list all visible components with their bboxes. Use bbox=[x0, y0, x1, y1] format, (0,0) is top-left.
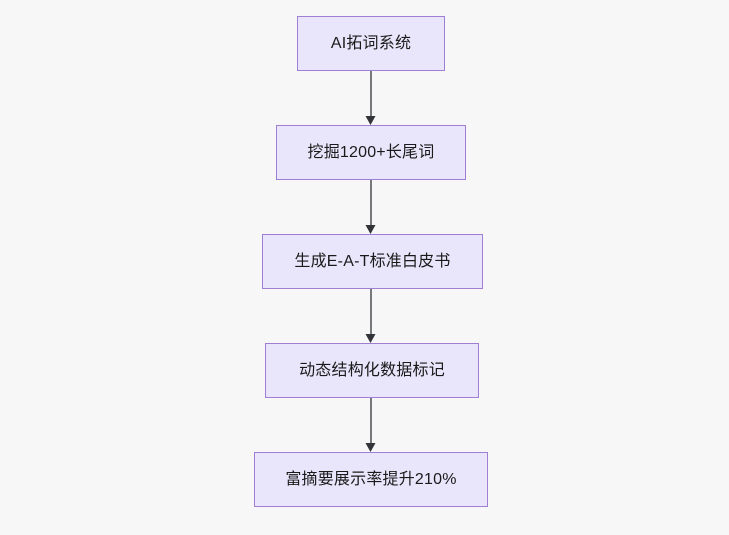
flow-node-label: 生成E-A-T标准白皮书 bbox=[294, 252, 451, 270]
flow-node-mine-longtail-keywords[interactable]: 挖掘1200+长尾词 bbox=[276, 125, 466, 180]
flow-node-label: AI拓词系统 bbox=[330, 34, 412, 52]
edge-line bbox=[370, 180, 372, 225]
flow-node-rich-snippet-impression-uplift[interactable]: 富摘要展示率提升210% bbox=[254, 452, 488, 507]
flow-node-label: 富摘要展示率提升210% bbox=[285, 470, 457, 488]
flow-node-ai-keyword-system[interactable]: AI拓词系统 bbox=[297, 16, 445, 71]
edge-line bbox=[370, 71, 372, 116]
edge-line bbox=[370, 398, 372, 443]
arrowhead-icon bbox=[365, 116, 376, 125]
flow-node-generate-eat-whitepaper[interactable]: 生成E-A-T标准白皮书 bbox=[262, 234, 483, 289]
flow-node-label: 挖掘1200+长尾词 bbox=[307, 143, 435, 161]
arrowhead-icon bbox=[365, 443, 376, 452]
edge-line bbox=[370, 289, 372, 334]
arrowhead-icon bbox=[365, 225, 376, 234]
flow-node-label: 动态结构化数据标记 bbox=[299, 361, 445, 379]
flow-node-dynamic-structured-data-markup[interactable]: 动态结构化数据标记 bbox=[265, 343, 479, 398]
arrowhead-icon bbox=[365, 334, 376, 343]
